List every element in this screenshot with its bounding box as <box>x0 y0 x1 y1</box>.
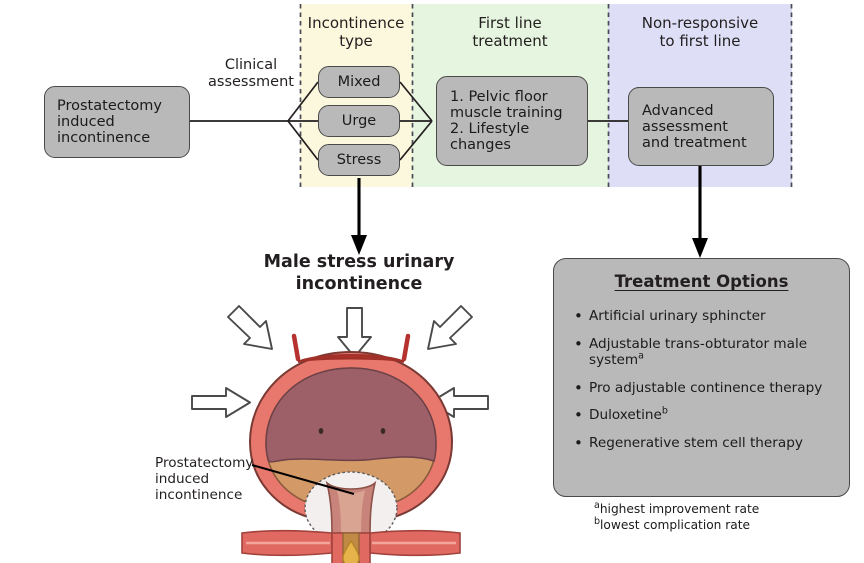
node-first-line-treatment[interactable]: 1. Pelvic floor muscle training 2. Lifes… <box>436 76 588 166</box>
label-line: Clinical <box>224 57 278 73</box>
node-text-line: and treatment <box>642 134 747 151</box>
ureters <box>291 333 411 362</box>
footnote-marker: b <box>594 516 601 528</box>
node-text-line: Advanced <box>642 102 714 119</box>
trigone-opening-right <box>380 428 386 434</box>
band-title-first-line-treatment: First line treatment <box>412 14 608 51</box>
connector-merge-mixed <box>399 81 433 122</box>
treatment-option-text: Duloxetine <box>589 407 662 424</box>
treatment-option-text: Adjustable trans-obturator male system <box>589 335 808 369</box>
connector-fan-mixed <box>287 81 319 122</box>
footnote-marker: a <box>638 350 644 362</box>
node-label: Stress <box>336 152 382 168</box>
ureter-right <box>401 333 411 362</box>
treatment-option-text: Pro adjustable continence therapy <box>589 379 823 396</box>
ureter-left <box>291 333 301 362</box>
node-label: Mixed <box>337 74 381 90</box>
footnote-marker: a <box>594 499 600 511</box>
treatment-option-item[interactable]: Adjustable trans-obturator male systema <box>574 335 835 369</box>
band-title-line: First line <box>478 14 542 32</box>
footnote-b: blowest complication rate <box>594 517 844 533</box>
treatment-option-item[interactable]: Pro adjustable continence therapy <box>574 379 835 397</box>
callout-line: incontinence <box>155 487 243 504</box>
footnote-text: lowest complication rate <box>600 518 751 533</box>
flow-connectors <box>190 81 708 258</box>
node-prostatectomy-induced-incontinence[interactable]: Prostatectomy induced incontinence <box>44 86 190 158</box>
node-text-line: induced <box>57 114 115 130</box>
illustration-heading-line: Male stress urinary <box>263 252 455 272</box>
node-incontinence-type-stress[interactable]: Stress <box>318 144 400 176</box>
treatment-footnotes: ahighest improvement rate blowest compli… <box>594 501 844 534</box>
treatment-options-list: Artificial urinary sphincter Adjustable … <box>574 307 835 452</box>
treatment-option-text: Regenerative stem cell therapy <box>589 434 803 451</box>
band-title-non-responsive: Non-responsive to first line <box>608 14 792 51</box>
illustration-heading-line: incontinence <box>295 273 423 294</box>
band-title-line: type <box>339 32 373 51</box>
node-incontinence-type-urge[interactable]: Urge <box>318 105 400 137</box>
trigone-opening-left <box>318 428 324 434</box>
pressure-arrows <box>191 305 489 418</box>
node-incontinence-type-mixed[interactable]: Mixed <box>318 66 400 98</box>
treatment-option-text: Artificial urinary sphincter <box>589 308 766 324</box>
pressure-arrow-upper-left-shape <box>227 305 273 350</box>
illustration-heading: Male stress urinary incontinence <box>225 252 493 296</box>
band-title-line: Incontinence <box>307 14 405 32</box>
node-text-line: Prostatectomy <box>57 98 162 114</box>
arrow-advanced-to-treatment <box>692 166 708 258</box>
callout-leader-line <box>251 464 355 495</box>
band-title-line: to first line <box>659 32 741 51</box>
node-text-line: incontinence <box>57 130 151 146</box>
connector-merge-stress <box>399 120 433 161</box>
footnote-text: highest improvement rate <box>599 502 760 516</box>
callout-line: induced <box>155 471 210 488</box>
band-title-incontinence-type: Incontinence type <box>300 14 412 51</box>
pressure-arrow-left-shape <box>191 387 251 418</box>
treatment-option-item[interactable]: Regenerative stem cell therapy <box>574 434 835 452</box>
pressure-arrow-upper-right-shape <box>427 305 473 350</box>
urine-drop <box>342 539 360 563</box>
treatment-option-item[interactable]: Duloxetineb <box>574 405 835 424</box>
node-text-line: muscle training <box>450 105 563 121</box>
node-text-line: 1. Pelvic floor <box>450 89 548 105</box>
treatment-option-item[interactable]: Artificial urinary sphincter <box>574 307 835 325</box>
treatment-options-title: Treatment Options <box>614 272 789 291</box>
pressure-arrow-top <box>337 307 372 358</box>
node-text-line: 2. Lifestyle <box>450 121 530 137</box>
arrow-stress-to-illustration <box>351 178 367 255</box>
callout-line: Prostatectomy <box>155 455 254 471</box>
trigone-openings <box>318 428 386 434</box>
node-text-line: changes <box>450 137 511 153</box>
treatment-options-panel[interactable]: Treatment Options Artificial urinary sph… <box>553 258 850 497</box>
label-clinical-assessment: Clinical assessment <box>203 57 299 91</box>
footnote-a: ahighest improvement rate <box>594 501 844 517</box>
callout-prostatectomy-induced-incontinence: Prostatectomy induced incontinence <box>155 455 255 503</box>
connector-fan-stress <box>287 120 319 161</box>
node-text-line: assessment <box>642 118 728 135</box>
bladder-top-rim <box>297 354 405 364</box>
band-title-line: Non-responsive <box>641 14 759 32</box>
bladder-illustration <box>191 305 489 563</box>
urethra-funnel-inner <box>337 490 365 538</box>
bladder-dome <box>265 367 437 463</box>
label-line: assessment <box>208 74 294 91</box>
node-advanced-assessment-and-treatment[interactable]: Advanced assessment and treatment <box>628 87 774 166</box>
band-title-line: treatment <box>472 32 548 51</box>
node-label: Urge <box>341 113 377 129</box>
footnote-marker: b <box>661 405 668 417</box>
